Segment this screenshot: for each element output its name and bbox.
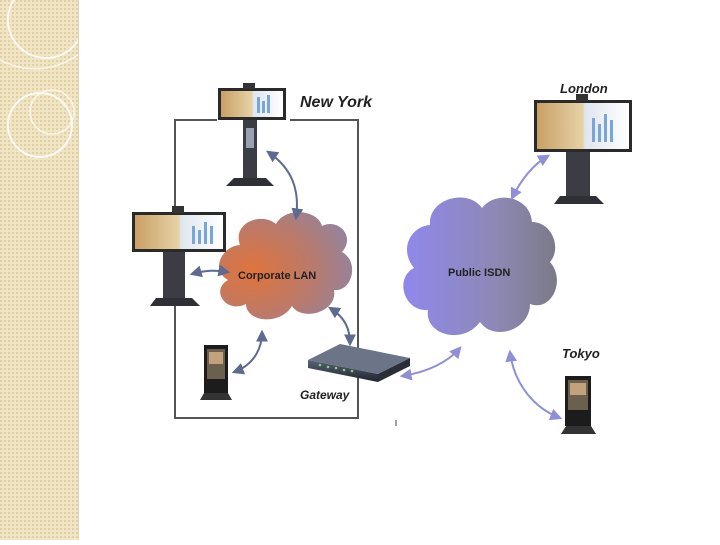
corporate-site-frame [174, 119, 359, 419]
arrow-isdn-tokyo [505, 349, 563, 421]
arrow-lan-gateway [327, 306, 356, 347]
label-corporate-lan: Corporate LAN [238, 270, 317, 282]
label-london: London [560, 81, 608, 96]
label-public-isdn: Public ISDN [448, 267, 511, 279]
new-york-video-system [218, 83, 286, 186]
label-new-york: New York [300, 94, 373, 111]
arrow-newyork-lan [266, 150, 304, 221]
room-video-system [132, 206, 226, 306]
corporate-lan-cloud [219, 212, 353, 320]
decorative-sidebar [0, 0, 79, 540]
public-isdn-cloud [403, 197, 557, 336]
arrow-desktop-lan [231, 329, 268, 375]
arrow-gateway-isdn [399, 346, 462, 381]
arrow-room-system-lan [189, 264, 231, 278]
label-tokyo: Tokyo [562, 346, 600, 361]
desktop-video-unit [200, 345, 232, 400]
london-video-system [534, 94, 632, 204]
label-gateway: Gateway [300, 388, 350, 402]
arrow-isdn-london [510, 154, 551, 201]
gateway-device [308, 344, 410, 382]
sidebar-swirl-ornament [0, 0, 78, 158]
tokyo-desktop-unit [561, 376, 596, 434]
